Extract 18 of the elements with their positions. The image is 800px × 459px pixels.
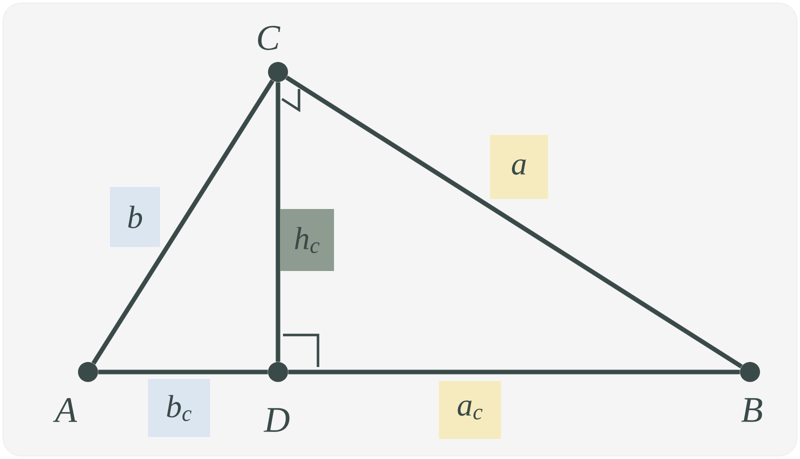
triangle-side [285,76,743,368]
triangle-side [276,82,280,362]
edge-label: h$_{c}$ [280,209,334,271]
point-dot [740,362,760,382]
edge-label: b$_{c}$ [148,379,210,437]
triangle-side [288,370,740,374]
point-label: A [53,398,78,422]
triangle-side [92,79,274,365]
point-label: B [741,398,762,422]
point-dot [268,362,288,382]
edge-label: b [110,187,160,247]
point-label: D [264,408,290,432]
triangle-side [98,370,268,374]
point-dot [268,62,288,82]
point-label: C [258,26,280,50]
edge-label: a [490,135,548,199]
point-dot [78,362,98,382]
edge-label: a$_{c}$ [439,381,501,439]
